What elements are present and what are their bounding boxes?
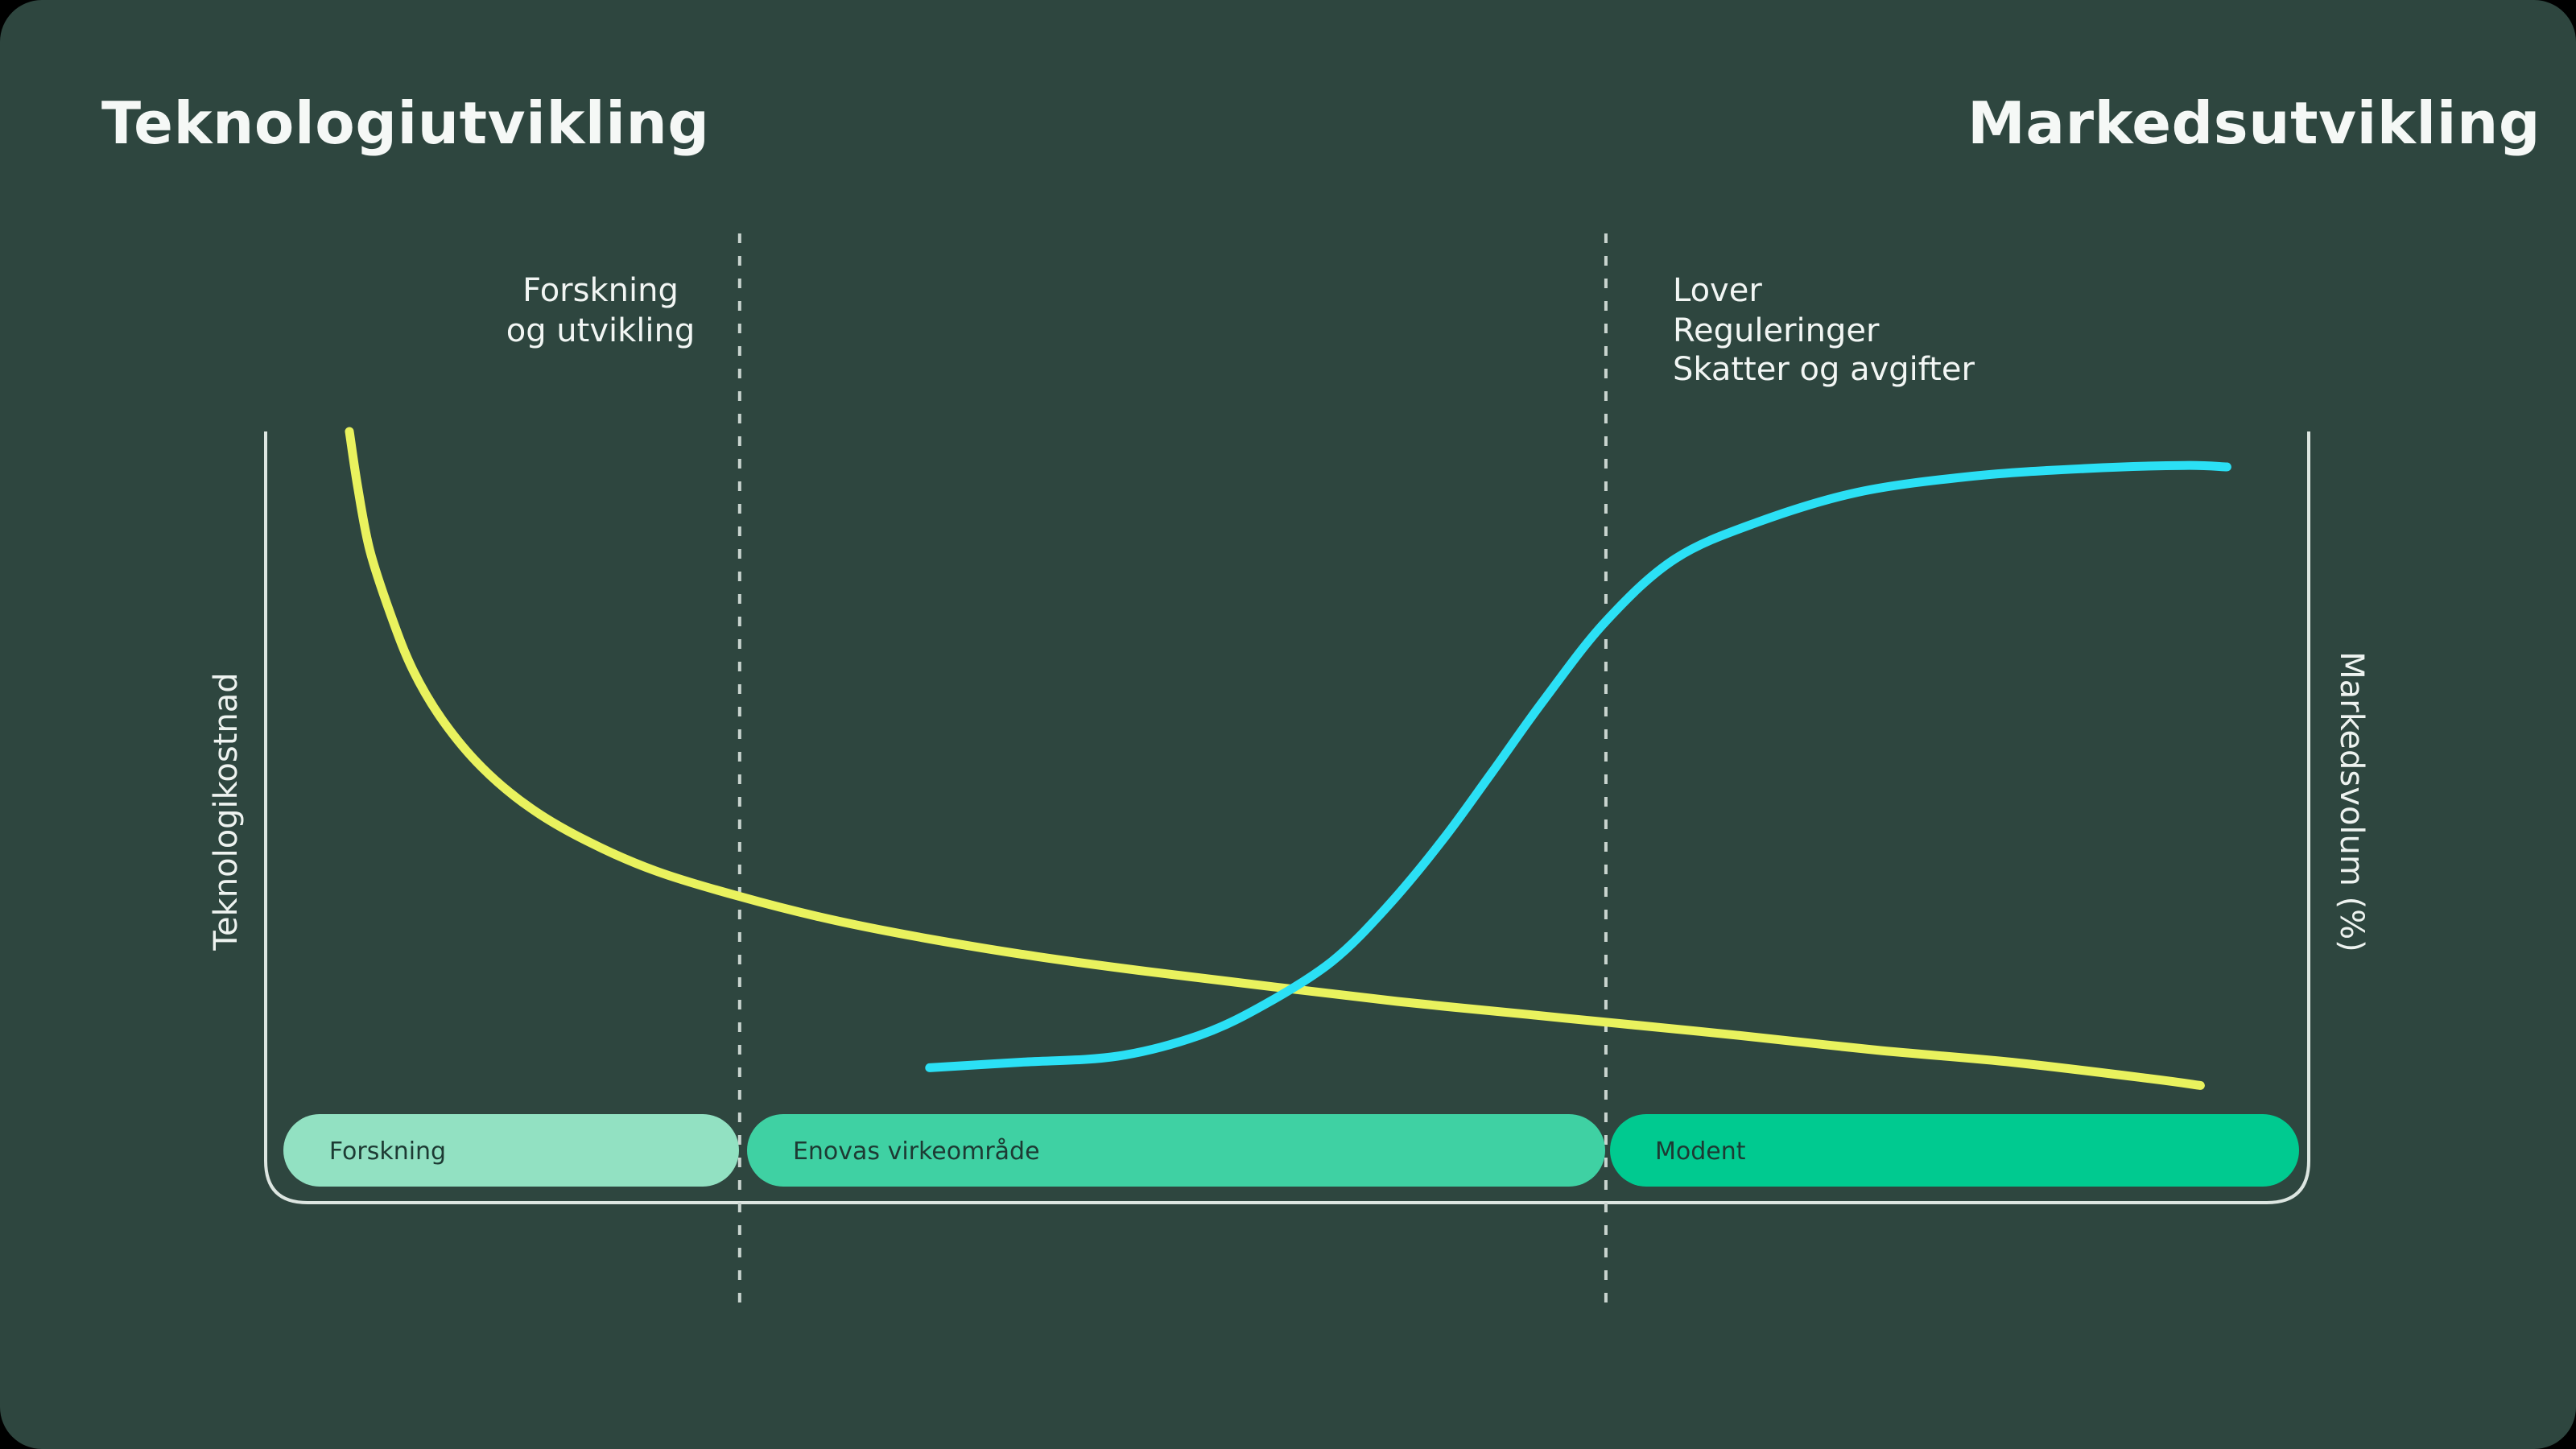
annotation-line: Lover <box>1673 270 1762 309</box>
zone-label: Enovas virkeområde <box>792 1136 1040 1165</box>
zone-label: Forskning <box>328 1136 447 1165</box>
zone-pill-forskning: Forskning <box>283 1114 740 1187</box>
annotation-research-development: Forskning og utvikling <box>440 270 762 349</box>
title-market-development: Markedsutvikling <box>1967 92 2541 158</box>
y-axis-label-right: Markedsvolum (%) <box>2333 651 2372 952</box>
zone-label: Modent <box>1655 1136 1746 1165</box>
annotation-line: og utvikling <box>506 310 696 349</box>
y-axis-label-left: Teknologikostnad <box>206 672 245 951</box>
title-technology-development: Teknologiutvikling <box>101 92 710 158</box>
zone-pill-enovas-virkeomraade: Enovas virkeområde <box>747 1114 1606 1187</box>
annotation-regulations: Lover Reguleringer Skatter og avgifter <box>1673 270 1975 389</box>
annotation-line: Reguleringer <box>1673 310 1880 349</box>
zone-pill-modent: Modent <box>1610 1114 2299 1187</box>
annotation-line: Skatter og avgifter <box>1673 349 1975 388</box>
annotation-line: Forskning <box>522 270 679 309</box>
